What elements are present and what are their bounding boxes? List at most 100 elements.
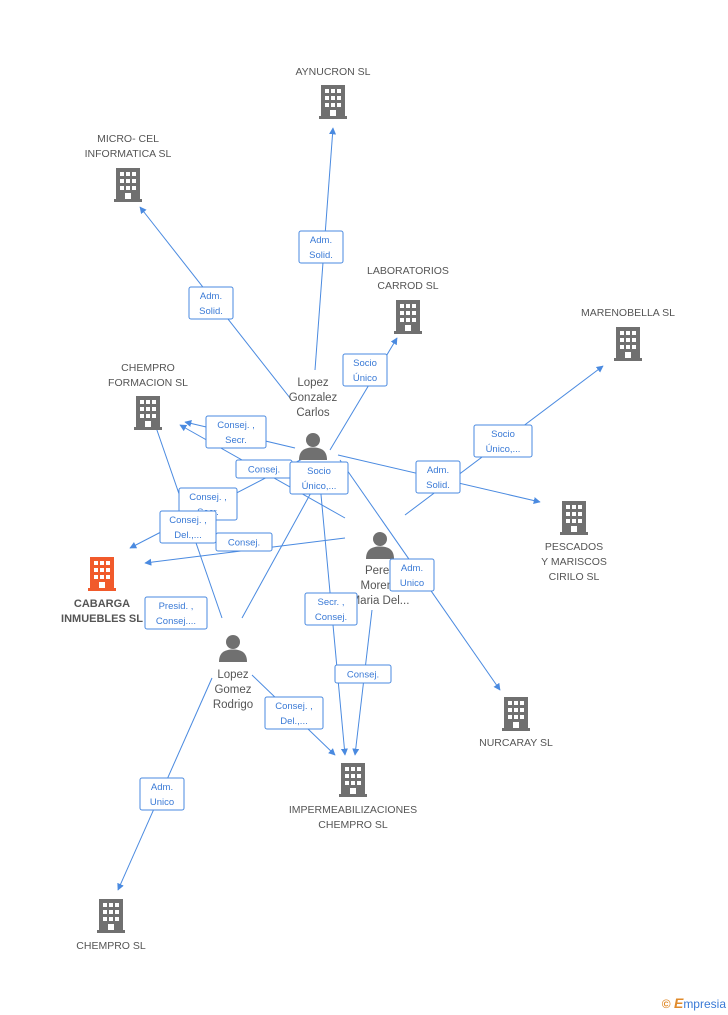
relation-badge-r15[interactable]: Consej. bbox=[334, 664, 392, 684]
relation-badge-r6[interactable]: Consej. bbox=[235, 459, 293, 479]
relation-box bbox=[334, 664, 392, 684]
person-icon bbox=[219, 635, 247, 662]
relation-label: Consej. , bbox=[217, 420, 255, 431]
relation-labels: Adm.Solid.Adm.Solid.SocioÚnicoSocioÚnico… bbox=[139, 230, 533, 811]
nodes: AYNUCRON SL MICRO- CEL INFORMATICA SL LABOR… bbox=[61, 66, 675, 952]
relation-label: Secr. bbox=[225, 435, 247, 446]
relation-label: Consej. bbox=[248, 465, 280, 476]
relation-badge-r4[interactable]: SocioÚnico,... bbox=[473, 424, 533, 458]
building-icon bbox=[614, 327, 642, 361]
relation-box bbox=[389, 558, 435, 592]
person-label: Lopez bbox=[217, 669, 249, 681]
company-label: LABORATORIOS bbox=[367, 265, 449, 277]
building-icon bbox=[319, 85, 347, 119]
company-label: CARROD SL bbox=[377, 280, 438, 292]
company-label: PESCADOS bbox=[545, 541, 603, 553]
relation-badge-r13[interactable]: Presid. , Consej.... bbox=[144, 596, 208, 630]
company-label: CABARGA bbox=[74, 598, 130, 610]
relation-label: Solid. bbox=[309, 250, 333, 261]
relation-box bbox=[264, 696, 324, 730]
relation-box bbox=[304, 592, 358, 626]
relation-badge-r10[interactable]: Consej. , Del.,... bbox=[159, 510, 217, 544]
company-node-marenobella[interactable]: MARENOBELLA SL bbox=[581, 307, 675, 361]
relation-badge-r16[interactable]: Consej. ,Del.,... bbox=[264, 696, 324, 730]
company-node-chempro-formacion[interactable]: CHEMPRO FORMACION SL bbox=[108, 362, 188, 430]
company-label: NURCARAY SL bbox=[479, 737, 553, 749]
person-label: Lopez bbox=[297, 377, 329, 389]
relation-label: Único,... bbox=[486, 444, 521, 455]
company-label: MICRO- CEL bbox=[97, 133, 159, 145]
relation-badge-r17[interactable]: Adm.Unico bbox=[139, 777, 185, 811]
building-icon bbox=[502, 697, 530, 731]
company-node-chempro[interactable]: CHEMPRO SL bbox=[76, 899, 146, 952]
relation-badge-r5[interactable]: Consej. , Secr. bbox=[205, 415, 267, 449]
relation-label: Socio bbox=[307, 466, 331, 477]
person-label: Rodrigo bbox=[213, 699, 253, 711]
relation-label: Secr. , bbox=[318, 597, 345, 608]
relation-label: Consej. bbox=[347, 670, 379, 681]
relation-box bbox=[215, 532, 273, 552]
relation-box bbox=[298, 230, 344, 264]
relation-box bbox=[144, 596, 208, 630]
company-node-microcel[interactable]: MICRO- CEL INFORMATICA SL bbox=[85, 133, 172, 202]
relation-label: Consej. bbox=[315, 612, 347, 623]
relation-badge-r12[interactable]: Adm. Unico bbox=[389, 558, 435, 592]
building-icon bbox=[134, 396, 162, 430]
relation-badge-r11[interactable]: Consej. bbox=[215, 532, 273, 552]
relation-box bbox=[415, 460, 461, 494]
relation-badge-r8[interactable]: Adm.Solid. bbox=[415, 460, 461, 494]
relation-label: Adm. bbox=[427, 465, 449, 476]
relation-label: Del.,... bbox=[174, 530, 201, 541]
relation-badge-r7[interactable]: SocioÚnico,... bbox=[289, 461, 349, 495]
relation-box bbox=[159, 510, 217, 544]
company-node-nurcaray[interactable]: NURCARAY SL bbox=[479, 697, 553, 749]
building-icon bbox=[88, 557, 116, 591]
relation-badge-r14[interactable]: Secr. , Consej. bbox=[304, 592, 358, 626]
relation-label: Socio bbox=[491, 429, 515, 440]
relation-label: Solid. bbox=[199, 306, 223, 317]
relation-badge-r2[interactable]: Adm. Solid. bbox=[188, 286, 234, 320]
relation-label: Del.,... bbox=[280, 716, 307, 727]
relation-badge-r1[interactable]: Adm.Solid. bbox=[298, 230, 344, 264]
company-label: CHEMPRO bbox=[121, 362, 175, 374]
relation-box bbox=[473, 424, 533, 458]
company-label: Y MARISCOS bbox=[541, 556, 607, 568]
person-label: Gonzalez bbox=[289, 392, 338, 404]
company-label: AYNUCRON SL bbox=[295, 66, 370, 78]
building-icon bbox=[560, 501, 588, 535]
relation-label: Consej.... bbox=[156, 616, 196, 627]
relation-label: Único,... bbox=[302, 481, 337, 492]
relation-label: Adm. bbox=[200, 291, 222, 302]
edge-lopez-gomez-laboratorios bbox=[241, 479, 319, 619]
company-label: INFORMATICA SL bbox=[85, 148, 172, 160]
relation-label: Adm. bbox=[401, 563, 423, 574]
brand-initial: E bbox=[673, 995, 684, 1011]
relation-label: Consej. , bbox=[169, 515, 207, 526]
person-label: Maria Del... bbox=[351, 595, 410, 607]
company-label: CHEMPRO SL bbox=[318, 819, 388, 831]
building-icon bbox=[114, 168, 142, 202]
relation-label: Presid. , bbox=[159, 601, 194, 612]
person-label: Perez bbox=[365, 565, 395, 577]
relation-box bbox=[289, 461, 349, 495]
relation-box bbox=[188, 286, 234, 320]
brand-name: mpresia bbox=[683, 997, 726, 1011]
company-node-aynucron[interactable]: AYNUCRON SL bbox=[295, 66, 371, 119]
person-label: Gomez bbox=[214, 684, 251, 696]
relation-box bbox=[139, 777, 185, 811]
brand-watermark: © Empresia bbox=[662, 995, 726, 1011]
relation-box bbox=[205, 415, 267, 449]
relation-label: Socio bbox=[353, 358, 377, 369]
company-label: FORMACION SL bbox=[108, 377, 188, 389]
relation-label: Unico bbox=[400, 578, 424, 589]
company-node-laboratorios[interactable]: LABORATORIOS CARROD SL bbox=[367, 265, 449, 334]
person-icon bbox=[366, 532, 394, 559]
relation-label: Unico bbox=[150, 797, 174, 808]
